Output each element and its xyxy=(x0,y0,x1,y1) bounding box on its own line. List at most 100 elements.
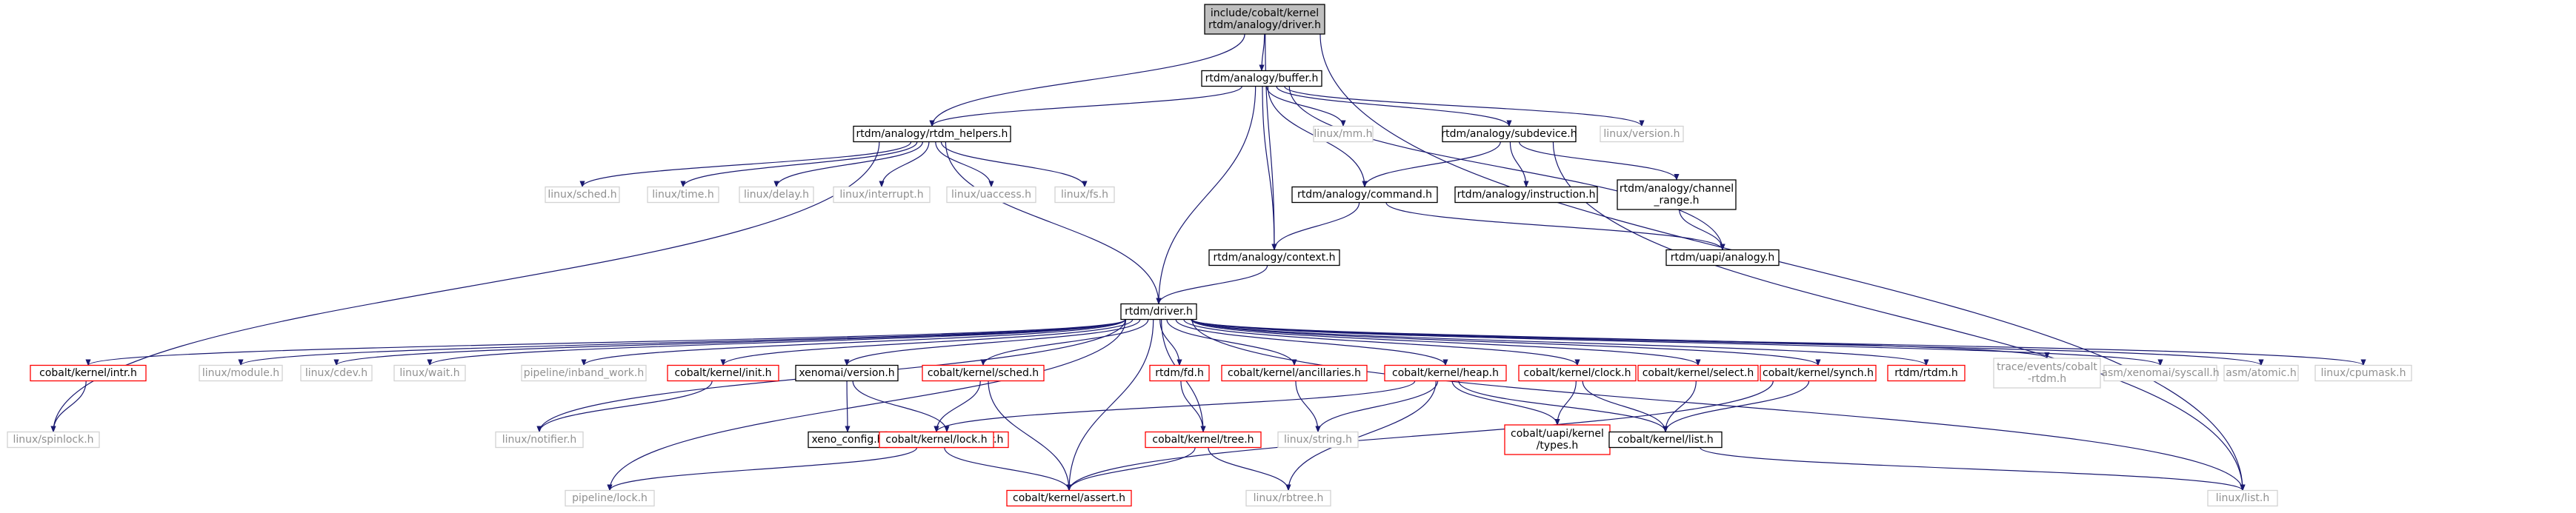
node-channel-range[interactable]: rtdm/analogy/channel_range.h xyxy=(1617,179,1737,210)
node-box xyxy=(565,489,655,507)
node-asm-atomic[interactable]: asm/atomic.h xyxy=(2223,364,2299,382)
edge-heap-to-lock xyxy=(933,380,1416,433)
node-rtdm-driver[interactable]: rtdm/driver.h xyxy=(1120,303,1197,321)
node-linux-string[interactable]: linux/string.h xyxy=(1277,431,1359,449)
node-xenomai-version[interactable]: xenomai/version.h xyxy=(795,364,899,382)
node-linux-cpumask[interactable]: linux/cpumask.h xyxy=(2314,364,2412,382)
node-box xyxy=(1208,249,1340,266)
node-heap[interactable]: cobalt/kernel/heap.h xyxy=(1384,364,1507,382)
node-linux-wait[interactable]: linux/wait.h xyxy=(393,364,466,382)
node-rtdm-rtdm[interactable]: rtdm/rtdm.h xyxy=(1887,364,1966,382)
edge-root-to-linux_list xyxy=(1319,33,2246,492)
node-linux-version[interactable]: linux/version.h xyxy=(1600,125,1684,143)
edge-rtdm_driver-to-clock xyxy=(1183,319,1580,366)
edge-rtdm_driver-to-assert xyxy=(1066,319,1154,492)
node-linux-mm[interactable]: linux/mm.h xyxy=(1313,125,1374,143)
node-label: cobalt/kernel/clock.h xyxy=(1524,367,1631,379)
node-linux-time[interactable]: linux/time.h xyxy=(647,186,719,204)
node-label: rtdm/analogy/driver.h xyxy=(1208,19,1321,31)
node-label: linux/cdev.h xyxy=(305,367,367,379)
node-pipeline-lock[interactable]: pipeline/lock.h xyxy=(565,489,655,507)
node-label: _range.h xyxy=(1653,195,1699,207)
edge-rtdm_driver-to-inband_work xyxy=(581,318,1126,366)
node-sched[interactable]: cobalt/kernel/sched.h xyxy=(922,364,1045,382)
node-init[interactable]: cobalt/kernel/init.h xyxy=(667,364,779,382)
node-linux-delay[interactable]: linux/delay.h xyxy=(739,186,814,204)
node-box xyxy=(1120,303,1197,321)
node-fd[interactable]: rtdm/fd.h xyxy=(1149,364,1210,382)
node-assert[interactable]: cobalt/kernel/assert.h xyxy=(1006,489,1132,507)
node-linux-rbtree[interactable]: linux/rbtree.h xyxy=(1245,489,1331,507)
node-buffer[interactable]: rtdm/analogy/buffer.h xyxy=(1201,70,1322,87)
edge-sched-to-lock xyxy=(933,380,981,433)
edge-rtdm_driver-to-intr xyxy=(85,318,1126,366)
edge-buffer-to-linux_mm xyxy=(1266,86,1346,127)
node-linux-uaccess[interactable]: linux/uaccess.h xyxy=(946,186,1036,204)
node-box xyxy=(795,364,899,382)
node-label: linux/module.h xyxy=(202,367,279,379)
node-label: linux/notifier.h xyxy=(502,434,577,446)
node-linux-module[interactable]: linux/module.h xyxy=(199,364,283,382)
node-box xyxy=(1291,186,1438,204)
node-linux-notifier[interactable]: linux/notifier.h xyxy=(495,431,584,449)
edge-rtdm_helpers-to-linux_sched xyxy=(579,141,912,188)
node-label: rtdm/driver.h xyxy=(1125,306,1193,318)
node-box xyxy=(647,186,719,204)
node-kernel-list[interactable]: cobalt/kernel/list.h xyxy=(1608,431,1723,449)
edge-rtdm_driver-to-asm_syscall xyxy=(1191,318,2163,366)
node-box xyxy=(853,125,1011,143)
node-label: pipeline/lock.h xyxy=(572,492,648,504)
node-select[interactable]: cobalt/kernel/select.h xyxy=(1637,364,1759,382)
node-linux-fs[interactable]: linux/fs.h xyxy=(1054,186,1115,204)
node-label: cobalt/kernel/init.h xyxy=(674,367,771,379)
node-uapi-analogy[interactable]: rtdm/uapi/analogy.h xyxy=(1665,249,1780,266)
node-box xyxy=(1245,489,1331,507)
node-label: rtdm/analogy/channel xyxy=(1620,183,1734,195)
node-context[interactable]: rtdm/analogy/context.h xyxy=(1208,249,1340,266)
node-label: cobalt/kernel/assert.h xyxy=(1013,492,1125,504)
node-inband-work[interactable]: pipeline/inband_work.h xyxy=(521,364,647,382)
node-label: linux/list.h xyxy=(2216,492,2269,504)
node-linux-sched[interactable]: linux/sched.h xyxy=(545,186,620,204)
node-box xyxy=(1201,70,1322,87)
node-linux-spinlock[interactable]: linux/spinlock.h xyxy=(7,431,100,449)
node-label: linux/time.h xyxy=(652,189,713,201)
node-tree[interactable]: cobalt/kernel/tree.h xyxy=(1145,431,1262,449)
node-clock[interactable]: cobalt/kernel/clock.h xyxy=(1518,364,1637,382)
edge-command-to-context xyxy=(1271,202,1360,251)
edge-lock-to-pipeline_lock xyxy=(607,447,918,492)
node-box xyxy=(1313,125,1374,143)
node-root[interactable]: include/cobalt/kernelrtdm/analogy/driver… xyxy=(1204,4,1325,35)
node-intr[interactable]: cobalt/kernel/intr.h xyxy=(30,364,147,382)
node-asm-syscall[interactable]: asm/xenomai/syscall.h xyxy=(2101,364,2220,382)
node-label: linux/interrupt.h xyxy=(839,189,923,201)
edge-rtdm_helpers-to-linux_uaccess xyxy=(935,141,994,188)
node-synch[interactable]: cobalt/kernel/synch.h xyxy=(1760,364,1877,382)
node-linux-list[interactable]: linux/list.h xyxy=(2207,489,2278,507)
edge-rtdm_driver-to-linux_cdev xyxy=(333,318,1126,366)
edge-rtdm_driver-to-init xyxy=(720,319,1134,366)
node-label: rtdm/fd.h xyxy=(1155,367,1204,379)
node-linux-cdev[interactable]: linux/cdev.h xyxy=(300,364,373,382)
node-box xyxy=(2223,364,2299,382)
node-command[interactable]: rtdm/analogy/command.h xyxy=(1291,186,1438,204)
node-lock[interactable]: cobalt/kernel/lock.h xyxy=(879,431,994,449)
node-label: xeno_config.h xyxy=(811,434,883,446)
edge-synch-to-assert xyxy=(1066,380,1774,492)
node-trace-events[interactable]: trace/events/cobalt-rtdm.h xyxy=(1993,358,2101,389)
edge-rtdm_driver-to-pipeline_lock xyxy=(607,319,1127,492)
node-subdevice[interactable]: rtdm/analogy/subdevice.h xyxy=(1441,125,1577,143)
node-xeno-config[interactable]: xeno_config.h xyxy=(808,431,888,449)
edge-rtdm_helpers-to-linux_spinlock xyxy=(50,141,880,433)
node-linux-interrupt[interactable]: linux/interrupt.h xyxy=(833,186,931,204)
node-instruction[interactable]: rtdm/analogy/instruction.h xyxy=(1454,186,1598,204)
node-ancillaries[interactable]: cobalt/kernel/ancillaries.h xyxy=(1221,364,1368,382)
edge-fd-to-tree xyxy=(1180,380,1206,433)
node-label: cobalt/kernel/intr.h xyxy=(39,367,137,379)
node-label: trace/events/cobalt xyxy=(1997,361,2097,373)
edge-rtdm_driver-to-heap xyxy=(1175,319,1448,366)
edge-command-to-uapi_analogy xyxy=(1385,202,1725,251)
node-rtdm-helpers[interactable]: rtdm/analogy/rtdm_helpers.h xyxy=(853,125,1011,143)
edge-buffer-to-rtdm_driver xyxy=(1156,86,1257,305)
node-uapi-types[interactable]: cobalt/uapi/kernel/types.h xyxy=(1504,424,1611,455)
